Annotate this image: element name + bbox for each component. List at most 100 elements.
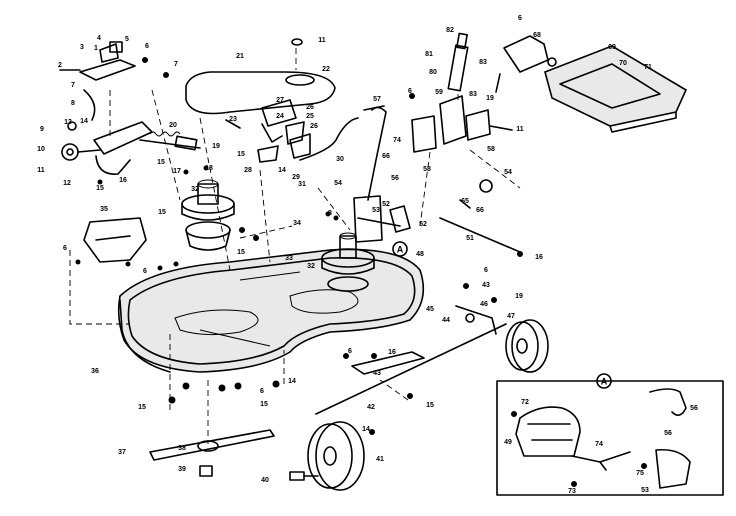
callout-label: 18 xyxy=(205,165,213,172)
upper-left-bracket-assembly xyxy=(59,41,169,81)
callout-label: 6 xyxy=(484,267,488,274)
callout-label: 14 xyxy=(278,167,286,174)
callout-label: 15 xyxy=(96,185,104,192)
callout-label: 13 xyxy=(64,119,72,126)
callout-label: 8 xyxy=(71,100,75,107)
callout-label: 32 xyxy=(191,186,199,193)
callout-label: 68 xyxy=(533,32,541,39)
callout-label: 6 xyxy=(63,245,67,252)
callout-label: 8 xyxy=(328,210,332,217)
callout-label: 58 xyxy=(487,146,495,153)
callout-label: 2 xyxy=(58,62,62,69)
right-spindle-assembly xyxy=(321,232,375,292)
callout-label: 74 xyxy=(393,137,401,144)
callout-label: 72 xyxy=(521,399,529,406)
callout-label: 6 xyxy=(348,348,352,355)
detail-marker-letter: A xyxy=(601,377,608,387)
spring-assembly xyxy=(139,131,201,151)
left-spindle-assembly xyxy=(181,179,235,251)
callout-label: 19 xyxy=(212,143,220,150)
detail-marker-circle xyxy=(392,241,408,257)
callout-label: 6 xyxy=(143,268,147,275)
callout-label: 32 xyxy=(307,263,315,270)
callout-label: 14 xyxy=(80,118,88,125)
callout-label: 33 xyxy=(285,255,293,262)
callout-label: 80 xyxy=(429,69,437,76)
height-adjust-handle xyxy=(353,105,411,243)
callout-label: 51 xyxy=(466,235,474,242)
callout-label: 16 xyxy=(535,254,543,261)
callout-label: 3 xyxy=(80,44,84,51)
callout-label: 43 xyxy=(482,282,490,289)
callout-label: 46 xyxy=(480,301,488,308)
callout-label: 29 xyxy=(292,174,300,181)
idler-arm-assembly xyxy=(61,89,153,175)
callout-label: 15 xyxy=(426,402,434,409)
callout-label: 70 xyxy=(619,60,627,67)
callout-label: 15 xyxy=(158,209,166,216)
callout-label: 17 xyxy=(173,168,181,175)
callout-label: 40 xyxy=(261,477,269,484)
callout-label: 43 xyxy=(373,370,381,377)
callout-label: 34 xyxy=(293,220,301,227)
callout-label: 73 xyxy=(568,488,576,495)
callout-label: 11 xyxy=(516,126,524,133)
callout-label: 20 xyxy=(169,122,177,129)
callout-label: 39 xyxy=(178,466,186,473)
callout-label: 7 xyxy=(71,82,75,89)
callout-label: 36 xyxy=(91,368,99,375)
callout-label: 83 xyxy=(469,91,477,98)
callout-label: 81 xyxy=(425,51,433,58)
callout-label: 56 xyxy=(690,405,698,412)
callout-label: 65 xyxy=(461,198,469,205)
axle-bolt xyxy=(289,471,319,481)
callout-label: 83 xyxy=(479,59,487,66)
front-axle-assembly xyxy=(315,305,507,415)
detail-marker: A xyxy=(392,241,408,257)
detail-marker-circle xyxy=(596,373,612,389)
right-front-wheel xyxy=(505,319,549,373)
callout-label: 47 xyxy=(507,313,515,320)
callout-label: 11 xyxy=(318,37,326,44)
callout-label: 24 xyxy=(276,113,284,120)
callout-label: 27 xyxy=(276,97,284,104)
callout-label: 4 xyxy=(97,35,101,42)
callout-label: 66 xyxy=(476,207,484,214)
callout-label: 14 xyxy=(288,378,296,385)
detail-marker: A xyxy=(596,373,612,389)
left-front-wheel xyxy=(307,421,365,491)
callout-label: 54 xyxy=(334,180,342,187)
callout-label: 16 xyxy=(388,349,396,356)
callout-label: 15 xyxy=(138,404,146,411)
callout-label: 42 xyxy=(367,404,375,411)
callout-label: 41 xyxy=(376,456,384,463)
callout-label: 9 xyxy=(40,126,44,133)
callout-label: 26 xyxy=(310,123,318,130)
callout-label: 15 xyxy=(260,401,268,408)
callout-label: 35 xyxy=(100,206,108,213)
callout-label: 6 xyxy=(518,15,522,22)
mower-blade xyxy=(149,429,275,477)
callout-label: 5 xyxy=(125,36,129,43)
callout-label: 56 xyxy=(664,430,672,437)
callout-label: 19 xyxy=(486,95,494,102)
callout-label: 26 xyxy=(306,104,314,111)
callout-label: 10 xyxy=(37,146,45,153)
callout-label: 54 xyxy=(504,169,512,176)
callout-label: 19 xyxy=(515,293,523,300)
callout-label: 53 xyxy=(641,487,649,494)
callout-label: 6 xyxy=(260,388,264,395)
callout-label: 14 xyxy=(362,426,370,433)
detail-a-inset xyxy=(496,380,724,496)
callout-label: 12 xyxy=(63,180,71,187)
callout-label: 15 xyxy=(237,151,245,158)
lift-cylinder-assembly xyxy=(409,32,513,153)
callout-label: 28 xyxy=(244,167,252,174)
callout-label: 22 xyxy=(322,66,330,73)
rear-shield-assembly xyxy=(495,35,688,133)
callout-label: 15 xyxy=(157,159,165,166)
hardware-fasteners xyxy=(75,165,497,435)
mower-deck-housing xyxy=(117,248,425,373)
callout-label: 6 xyxy=(145,43,149,50)
